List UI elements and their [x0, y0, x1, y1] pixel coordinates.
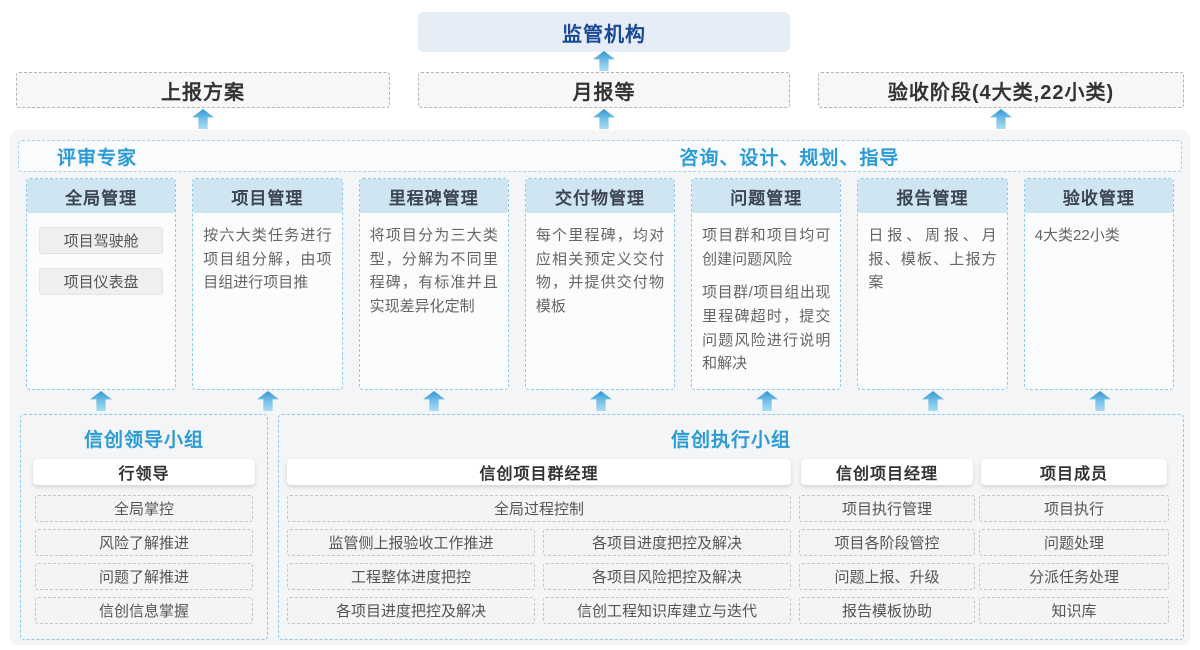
column-description: 项目群/项目组出现里程碑超时，提交问题风险进行说明和解决: [702, 284, 831, 373]
platform-container: 评审专家 咨询、设计、规划、指导 全局管理 项目驾驶舱 项目仪表盘 项目管理 按…: [10, 130, 1190, 645]
pm-task: 各项目进度把控及解决: [287, 597, 535, 624]
proj-mgr-task: 项目执行管理: [799, 495, 975, 522]
up-arrow-icon: [423, 391, 445, 411]
leader-task: 问题了解推进: [35, 563, 253, 590]
column-title: 问题管理: [692, 179, 841, 213]
up-arrow-icon: [590, 391, 612, 411]
up-arrow-icon: [257, 391, 279, 411]
col-project-management: 项目管理 按六大类任务进行项目组分解，由项目组进行项目推: [192, 178, 343, 390]
subcol-program-manager: 信创项目群经理 全局过程控制 监管侧上报验收工作推进 工程整体进度把控 各项目进…: [287, 415, 791, 639]
up-arrow-icon: [1089, 391, 1111, 411]
up-arrow-icon: [593, 109, 615, 129]
leadership-group-title: 信创领导小组: [83, 430, 204, 451]
column-description: 4大类22小类: [1034, 227, 1120, 244]
up-arrow-icon: [990, 109, 1012, 129]
role-program-manager: 信创项目群经理: [287, 459, 791, 485]
subcol-project-member: 项目成员 项目执行 问题处理 分派任务处理 知识库: [979, 415, 1169, 639]
pm-task: 工程整体进度把控: [287, 563, 535, 590]
pm-task: 监管侧上报验收工作推进: [287, 529, 535, 556]
up-arrow-icon: [593, 51, 615, 71]
member-task: 分派任务处理: [979, 563, 1169, 590]
pm-task: 全局过程控制: [287, 495, 791, 522]
col-milestone-management: 里程碑管理 将项目分为三大类型，分解为不同里程碑，有标准并且实现差异化定制: [358, 178, 509, 390]
review-experts-label: 评审专家: [57, 147, 138, 169]
pm-task: 各项目风险把控及解决: [543, 563, 791, 590]
column-title: 里程碑管理: [359, 179, 508, 213]
member-task: 知识库: [979, 597, 1169, 624]
leader-task: 信创信息掌握: [35, 597, 253, 624]
column-title: 交付物管理: [525, 179, 675, 213]
column-title: 报告管理: [858, 179, 1007, 213]
global-item-dashboard: 项目仪表盘: [39, 268, 164, 295]
column-title: 验收管理: [1024, 179, 1173, 213]
up-arrow-icon: [922, 391, 944, 411]
col-deliverable-management: 交付物管理 每个里程碑，均对应相关预定义交付物，并提供交付物模板: [524, 178, 676, 390]
col-report-management: 报告管理 日报、周报、月报、模板、上报方案: [857, 178, 1008, 390]
leadership-group-box: 信创领导小组 行领导 全局掌控 风险了解推进 问题了解推进 信创信息掌握: [20, 414, 268, 640]
channel-monthly-report: 月报等: [418, 72, 790, 108]
proj-mgr-task: 报告模板协助: [799, 597, 975, 624]
column-description: 日报、周报、月报、模板、上报方案: [868, 227, 997, 292]
column-description: 按六大类任务进行项目组分解，由项目组进行项目推: [203, 227, 332, 292]
pm-task: 各项目进度把控及解决: [543, 529, 791, 556]
regulator-box: 监管机构: [418, 12, 790, 52]
col-issue-management: 问题管理 项目群和项目均可创建问题风险 项目群/项目组出现里程碑超时，提交问题风…: [691, 178, 842, 390]
leader-task: 全局掌控: [35, 495, 253, 522]
up-arrow-icon: [90, 391, 112, 411]
up-arrow-icon: [756, 391, 778, 411]
proj-mgr-task: 问题上报、升级: [799, 563, 975, 590]
execution-group-title: 信创执行小组: [670, 430, 791, 451]
column-description: 将项目分为三大类型，分解为不同里程碑，有标准并且实现差异化定制: [369, 227, 498, 316]
channel-acceptance-stage: 验收阶段(4大类,22小类): [818, 72, 1184, 108]
advisor-bar: 评审专家 咨询、设计、规划、指导: [18, 140, 1182, 172]
up-arrow-icon: [192, 109, 214, 129]
proj-mgr-task: 项目各阶段管控: [799, 529, 975, 556]
column-description: 每个里程碑，均对应相关预定义交付物，并提供交付物模板: [535, 227, 665, 316]
member-task: 问题处理: [979, 529, 1169, 556]
management-columns: 全局管理 项目驾驶舱 项目仪表盘 项目管理 按六大类任务进行项目组分解，由项目组…: [26, 178, 1174, 390]
column-description: 项目群和项目均可创建问题风险: [702, 227, 831, 268]
role-project-manager: 信创项目经理: [801, 459, 973, 485]
role-project-member: 项目成员: [981, 459, 1167, 485]
member-task: 项目执行: [979, 495, 1169, 522]
global-item-cockpit: 项目驾驶舱: [39, 227, 164, 254]
channel-report-plan: 上报方案: [16, 72, 390, 108]
column-title: 全局管理: [27, 179, 176, 213]
col-acceptance-management: 验收管理 4大类22小类: [1023, 178, 1174, 390]
leader-task: 风险了解推进: [35, 529, 253, 556]
col-global-management: 全局管理 项目驾驶舱 项目仪表盘: [26, 178, 177, 390]
role-bank-leader: 行领导: [33, 459, 255, 485]
execution-group-box: 信创执行小组 信创项目群经理 全局过程控制 监管侧上报验收工作推进 工程整体进度…: [278, 414, 1184, 640]
column-title: 项目管理: [193, 179, 342, 213]
pm-task: 信创工程知识库建立与迭代: [543, 597, 791, 624]
consult-design-label: 咨询、设计、规划、指导: [679, 147, 900, 169]
subcol-project-manager: 信创项目经理 项目执行管理 项目各阶段管控 问题上报、升级 报告模板协助: [799, 415, 975, 639]
